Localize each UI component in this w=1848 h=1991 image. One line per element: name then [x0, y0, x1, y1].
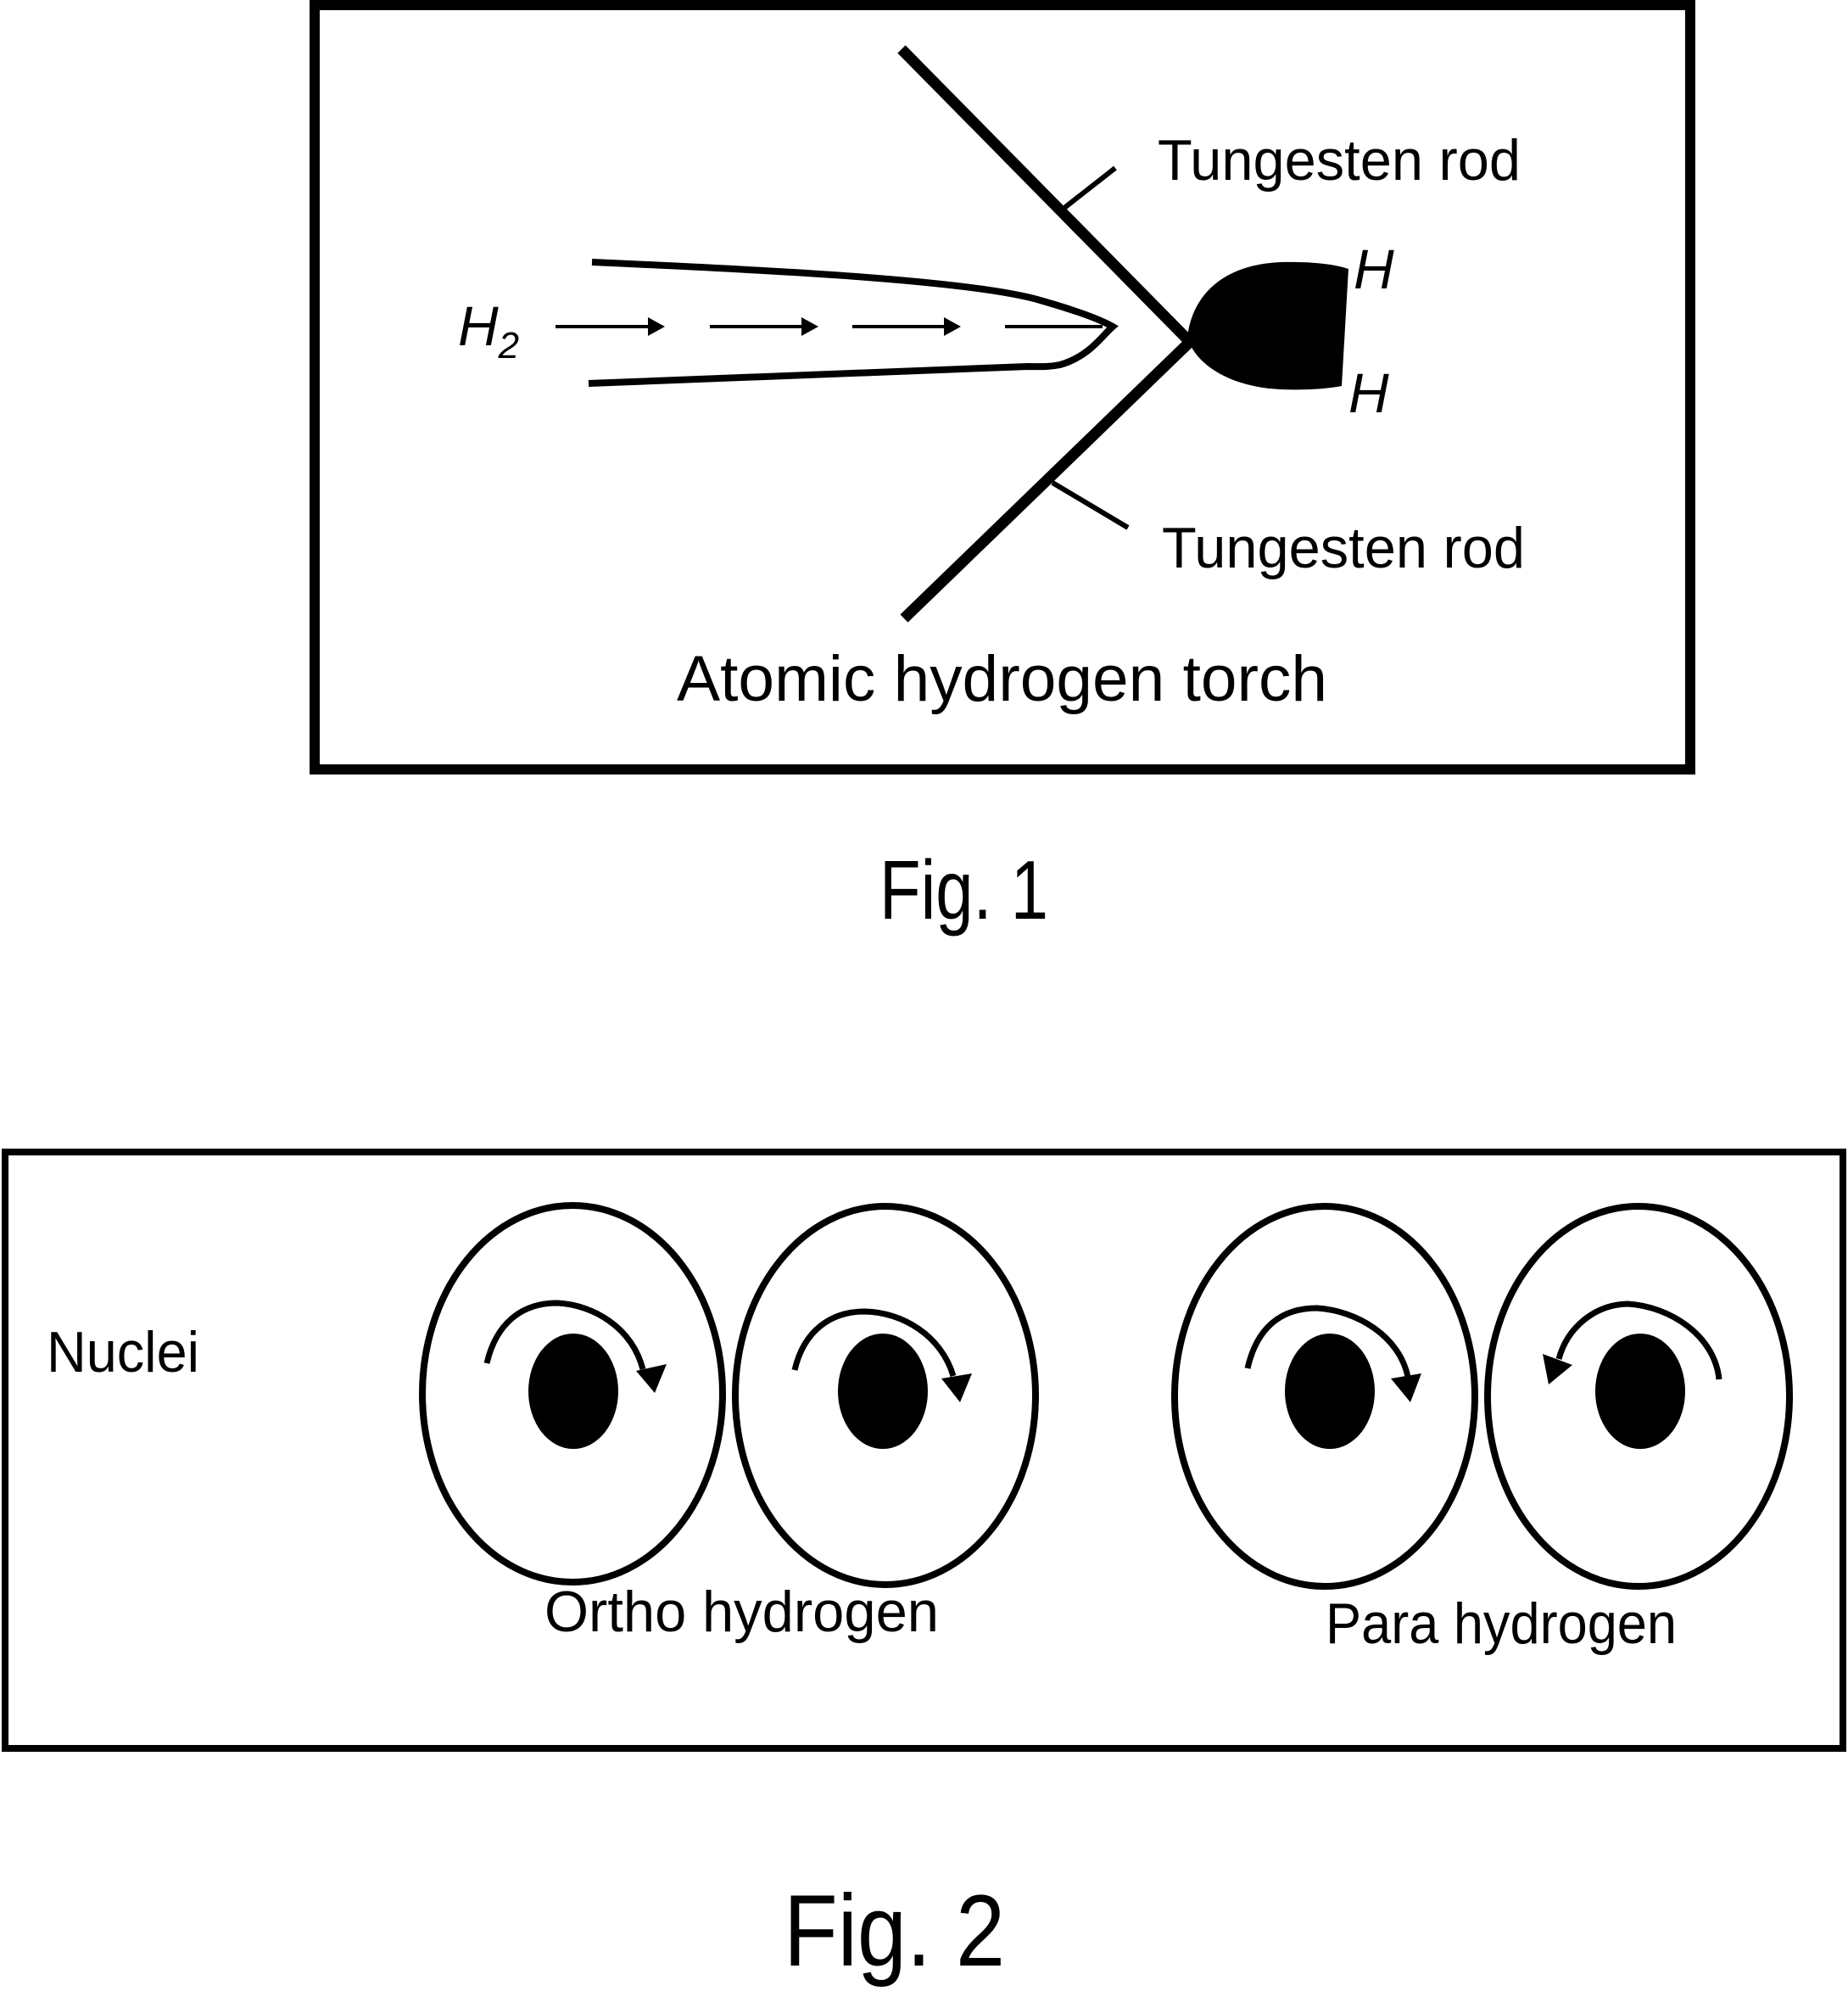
rod-upper-leader-line	[1063, 165, 1117, 210]
clockwise-spin-arrow-icon	[483, 1300, 646, 1370]
nucleus-core	[838, 1334, 928, 1449]
para-hydrogen-group: Para hydrogen	[1171, 1203, 1793, 1656]
counter-clockwise-spin-arrow-icon	[1555, 1300, 1722, 1380]
spin-arrowhead	[636, 1364, 667, 1393]
rod-lower-leader-line	[1051, 480, 1130, 530]
gas-nozzle	[588, 259, 1119, 387]
ortho-hydrogen-label: Ortho hydrogen	[544, 1580, 939, 1644]
figure-1-frame	[310, 0, 1695, 775]
para-nucleus-1	[1171, 1203, 1478, 1590]
para-hydrogen-label: Para hydrogen	[1326, 1591, 1677, 1656]
nucleus-shell	[419, 1202, 726, 1586]
figure-2: Nuclei Ortho hydrogen	[2, 1149, 1846, 1752]
clockwise-spin-arrow-icon	[1244, 1305, 1411, 1378]
nucleus-shell	[1484, 1203, 1793, 1590]
nucleus-core	[528, 1334, 618, 1449]
nucleus-core	[1595, 1334, 1685, 1449]
ortho-nucleus-2	[732, 1203, 1039, 1588]
flow-arrowhead	[944, 317, 961, 336]
h2-label: H2	[458, 294, 519, 366]
ortho-hydrogen-group: Ortho hydrogen	[419, 1202, 1039, 1644]
tungsten-rod-upper-label: Tungesten rod	[1158, 128, 1521, 193]
flow-arrowhead	[648, 317, 665, 336]
figure-2-caption: Fig. 2	[784, 1874, 1005, 1988]
atomic-h-upper-label: H	[1354, 238, 1394, 300]
spin-arrowhead	[941, 1373, 972, 1402]
nucleus-shell	[1171, 1203, 1478, 1590]
nucleus-core	[1285, 1334, 1375, 1449]
flow-arrowhead	[801, 317, 818, 336]
hydrogen-flame	[1187, 261, 1348, 390]
figure-1: H2 Tungesten rod Tungesten rod H H Atomi…	[310, 0, 1695, 775]
figure-1-title: Atomic hydrogen torch	[677, 643, 1327, 715]
figure-2-frame	[2, 1149, 1846, 1752]
clockwise-spin-arrow-icon	[791, 1308, 957, 1378]
nucleus-shell	[732, 1203, 1039, 1588]
para-nucleus-2	[1484, 1203, 1793, 1590]
ortho-nucleus-1	[419, 1202, 726, 1586]
h2-flow-arrows	[556, 317, 1103, 336]
nuclei-label: Nuclei	[47, 1320, 199, 1384]
spin-arrowhead	[1543, 1354, 1572, 1384]
figure-1-caption: Fig. 1	[879, 843, 1048, 937]
atomic-h-lower-label: H	[1348, 361, 1389, 424]
spin-arrowhead	[1391, 1373, 1421, 1402]
tungsten-rod-lower-label: Tungesten rod	[1162, 516, 1525, 580]
